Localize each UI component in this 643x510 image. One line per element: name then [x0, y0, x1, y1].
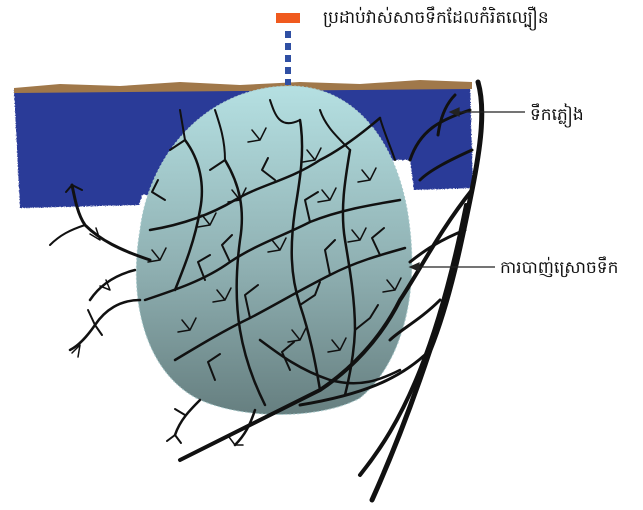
water-label: ទឹកភ្លៀង [530, 105, 584, 125]
meter-dotted-line [285, 31, 291, 85]
roots-label: ការបាញ់ស្រោចទឹក [500, 258, 618, 278]
meter [276, 13, 300, 85]
meter-head [276, 13, 300, 23]
meter-label: ប្រដាប់វាស់សាចទឹកដែលកំរិតល្បឿន [323, 8, 549, 28]
